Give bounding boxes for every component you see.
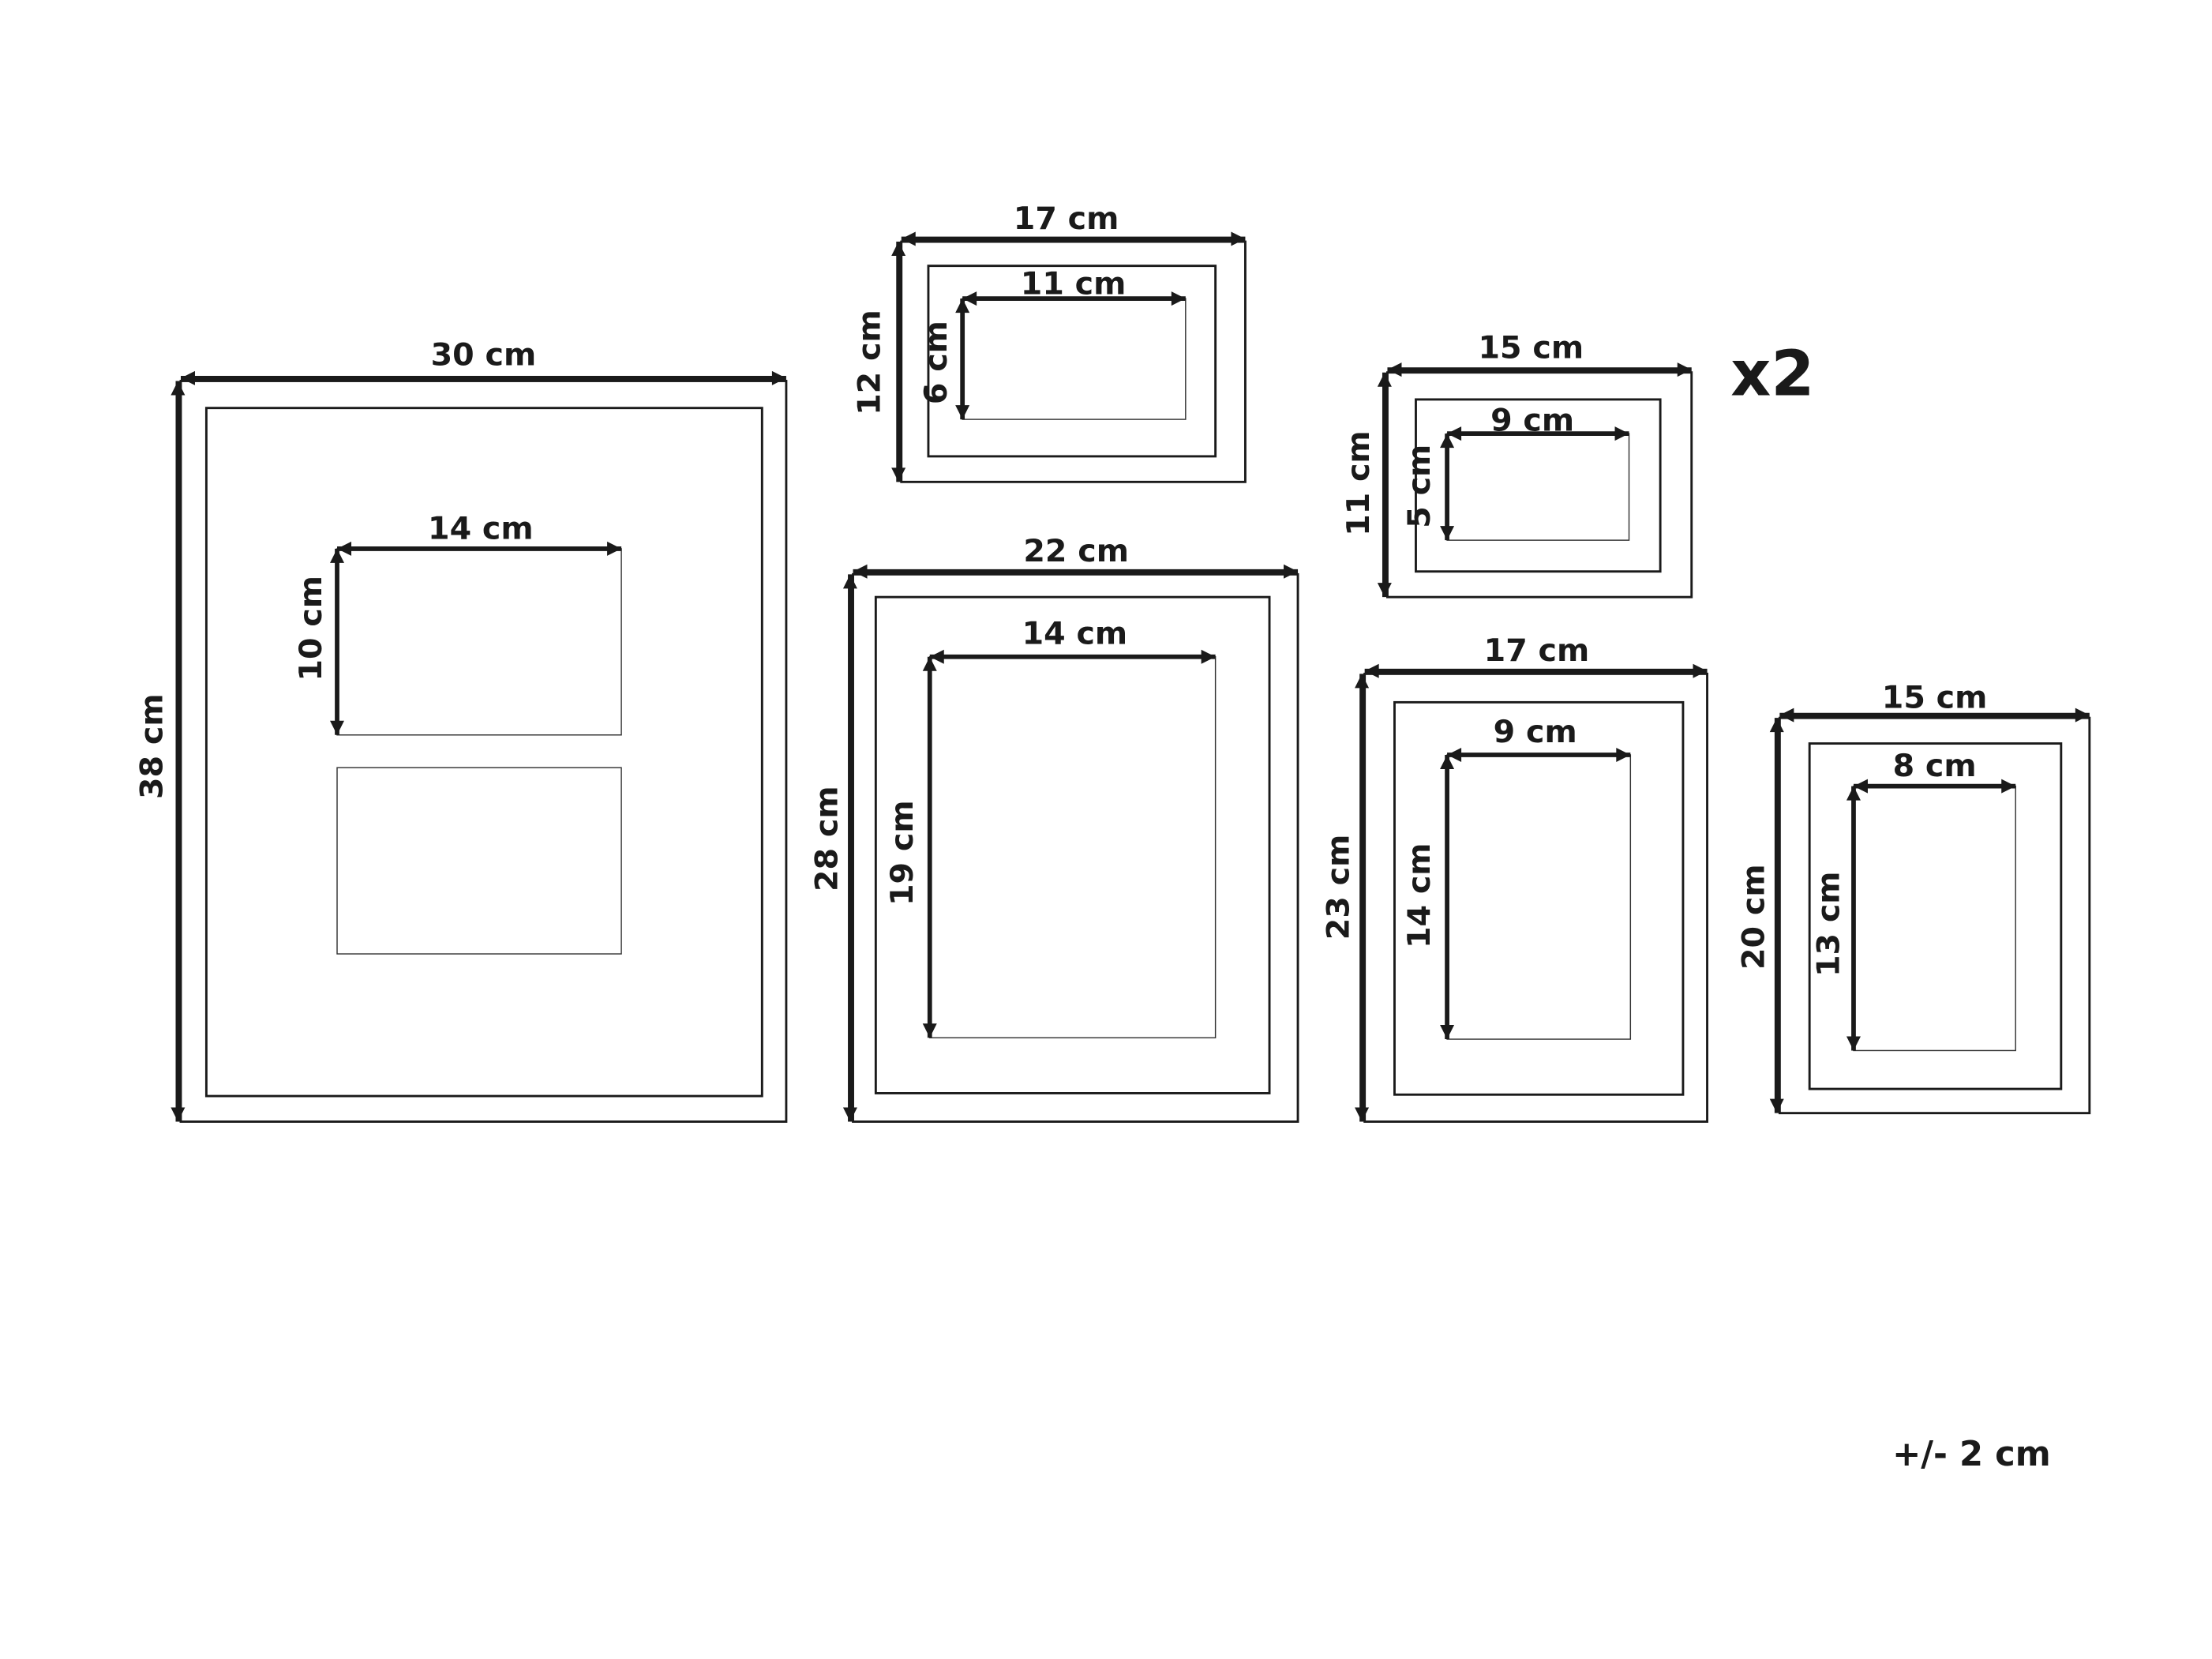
inner-width-label: 9 cm	[1490, 403, 1574, 439]
frame-22x28: 22 cm 28 cm 14 cm 19 cm	[808, 533, 1299, 1123]
inner-height-label: 5 cm	[1401, 445, 1438, 528]
photo-window	[336, 548, 622, 736]
inner-width-label: 14 cm	[428, 510, 534, 546]
outer-frame	[179, 380, 788, 1123]
outer-frame	[1386, 371, 1693, 599]
inner-width-arrow	[1447, 747, 1631, 762]
outer-width-arrow	[180, 370, 786, 385]
inner-height-label: 10 cm	[293, 576, 329, 681]
frame-30x38: 30 cm 38 cm 14 cm 10 cm	[133, 337, 788, 1123]
inner-mat	[204, 407, 763, 1098]
frame-15x20: 15 cm 20 cm 8 cm 13 cm	[1735, 680, 2091, 1115]
tolerance-note: +/- 2 cm	[1892, 1435, 2051, 1474]
inner-height-label: 6 cm	[918, 321, 954, 404]
outer-height-label: 38 cm	[133, 693, 170, 799]
outer-height-label: 28 cm	[808, 786, 845, 891]
outer-height-arrow	[842, 574, 857, 1122]
outer-width-label: 15 cm	[1882, 680, 1988, 716]
outer-height-label: 11 cm	[1340, 430, 1377, 536]
inner-width-arrow	[929, 649, 1216, 664]
inner-height-label: 13 cm	[1811, 871, 1847, 977]
inner-width-label: 14 cm	[1022, 616, 1128, 652]
outer-width-arrow	[1779, 708, 2090, 723]
outer-frame	[900, 240, 1247, 483]
inner-mat	[1808, 742, 2063, 1090]
outer-width-label: 15 cm	[1478, 330, 1584, 366]
inner-height-arrow	[955, 298, 970, 420]
outer-height-arrow	[171, 381, 186, 1122]
frame-17x23: 17 cm 23 cm 9 cm 14 cm	[1321, 632, 1708, 1123]
photo-window	[1446, 433, 1630, 541]
outer-height-arrow	[1769, 718, 1784, 1113]
inner-width-arrow	[1853, 779, 2016, 794]
inner-mat	[874, 595, 1271, 1094]
outer-width-arrow	[853, 564, 1299, 579]
inner-height-arrow	[1440, 434, 1455, 541]
inner-height-arrow	[1440, 754, 1455, 1040]
outer-height-label: 12 cm	[851, 310, 887, 415]
inner-width-arrow	[1447, 426, 1629, 441]
outer-frame	[1363, 672, 1708, 1123]
inner-height-label: 19 cm	[884, 800, 920, 906]
frame-17x12: 17 cm 12 cm 11 cm 6 cm	[851, 201, 1247, 483]
outer-width-label: 22 cm	[1023, 533, 1129, 569]
photo-window	[1446, 754, 1632, 1040]
outer-frame	[1778, 716, 2091, 1115]
inner-width-label: 8 cm	[1893, 748, 1977, 784]
outer-width-arrow	[1364, 663, 1708, 678]
outer-height-label: 23 cm	[1321, 835, 1357, 940]
inner-width-label: 11 cm	[1021, 266, 1127, 302]
inner-width-arrow	[962, 291, 1186, 306]
outer-frame	[852, 572, 1299, 1123]
inner-height-arrow	[1846, 786, 1861, 1051]
quantity-label: x2	[1730, 336, 1814, 410]
inner-width-arrow	[337, 541, 622, 556]
inner-height-label: 14 cm	[1401, 843, 1438, 948]
photo-window	[962, 298, 1187, 420]
inner-mat	[927, 265, 1217, 458]
photo-window	[929, 656, 1217, 1038]
outer-width-label: 17 cm	[1484, 632, 1590, 669]
frame-15x11: 15 cm 11 cm 9 cm 5 cm x2	[1340, 330, 1814, 599]
outer-height-label: 20 cm	[1735, 864, 1771, 970]
outer-width-arrow	[901, 231, 1246, 246]
inner-mat	[1415, 398, 1662, 573]
outer-width-label: 30 cm	[431, 337, 537, 373]
outer-height-arrow	[1355, 674, 1370, 1122]
photo-window	[1853, 785, 2016, 1052]
outer-width-label: 17 cm	[1014, 201, 1119, 237]
outer-height-arrow	[891, 242, 906, 482]
inner-width-label: 9 cm	[1494, 714, 1577, 750]
photo-window	[336, 767, 622, 955]
inner-height-arrow	[330, 548, 345, 735]
outer-height-arrow	[1377, 372, 1392, 598]
outer-width-arrow	[1387, 362, 1692, 377]
inner-mat	[1393, 700, 1685, 1096]
inner-height-arrow	[922, 656, 937, 1038]
